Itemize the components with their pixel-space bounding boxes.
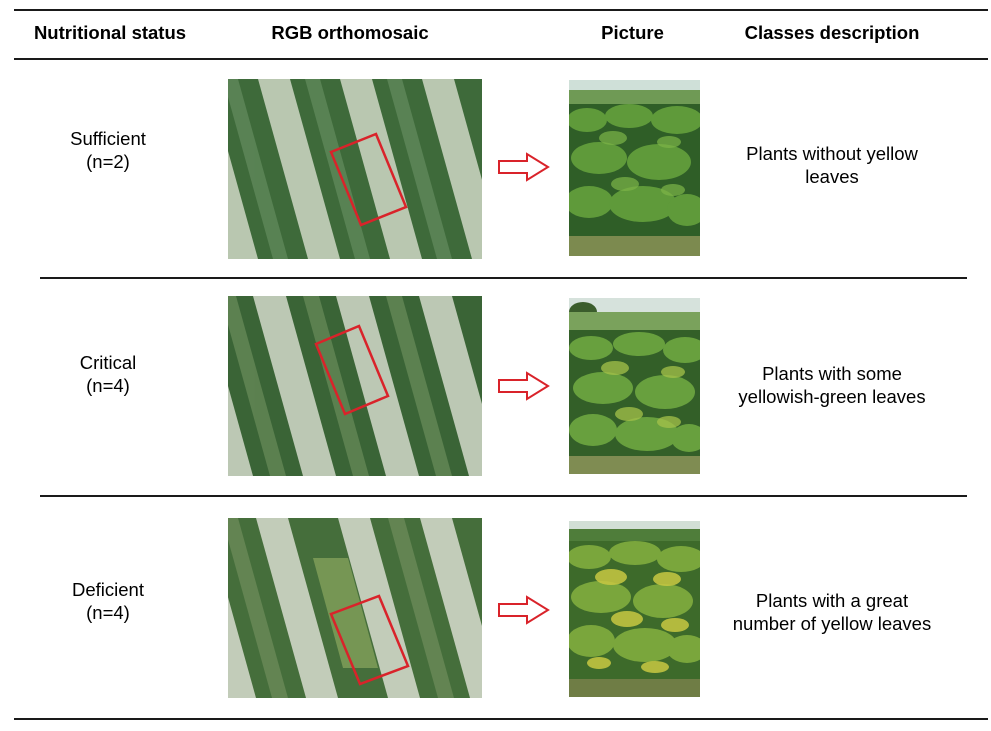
description-line-2: leaves	[805, 166, 859, 187]
arrow-right-icon	[497, 371, 551, 401]
table-top-rule	[14, 9, 988, 11]
rgb-orthomosaic-image	[228, 79, 482, 259]
header-nutritional-status: Nutritional status	[33, 22, 187, 43]
description-line-2: number of yellow leaves	[732, 613, 932, 634]
description-line-1: Plants with a great	[755, 590, 909, 611]
status-count: (n=4)	[86, 375, 130, 396]
plant-picture	[569, 80, 700, 256]
status-name: Sufficient	[70, 128, 146, 149]
table-header-rule	[14, 58, 988, 60]
table-bottom-rule	[14, 718, 988, 720]
status-name: Deficient	[72, 579, 144, 600]
highlight-box	[314, 324, 390, 416]
status-name: Critical	[79, 352, 137, 373]
highlight-box	[329, 594, 410, 686]
description-line-1: Plants with some	[762, 363, 902, 384]
class-description: Plants without yellow leaves	[716, 142, 948, 188]
header-rgb-orthomosaic: RGB orthomosaic	[271, 22, 429, 43]
row-divider	[40, 495, 967, 497]
status-label: Deficient (n=4)	[48, 578, 168, 624]
status-count: (n=4)	[86, 602, 130, 623]
highlight-box	[329, 132, 408, 227]
plant-picture	[569, 521, 700, 697]
description-line-2: yellowish-green leaves	[738, 386, 926, 407]
class-description: Plants with a great number of yellow lea…	[716, 589, 948, 635]
status-count: (n=2)	[86, 151, 130, 172]
header-picture: Picture	[601, 22, 664, 43]
arrow-right-icon	[497, 152, 551, 182]
row-divider	[40, 277, 967, 279]
plant-picture	[569, 298, 700, 474]
status-label: Sufficient (n=2)	[48, 127, 168, 173]
description-line-1: Plants without yellow	[746, 143, 918, 164]
rgb-orthomosaic-image	[228, 518, 482, 698]
rgb-orthomosaic-image	[228, 296, 482, 476]
class-description: Plants with some yellowish-green leaves	[716, 362, 948, 408]
header-classes-description: Classes description	[744, 22, 920, 43]
arrow-right-icon	[497, 595, 551, 625]
status-label: Critical (n=4)	[48, 351, 168, 397]
